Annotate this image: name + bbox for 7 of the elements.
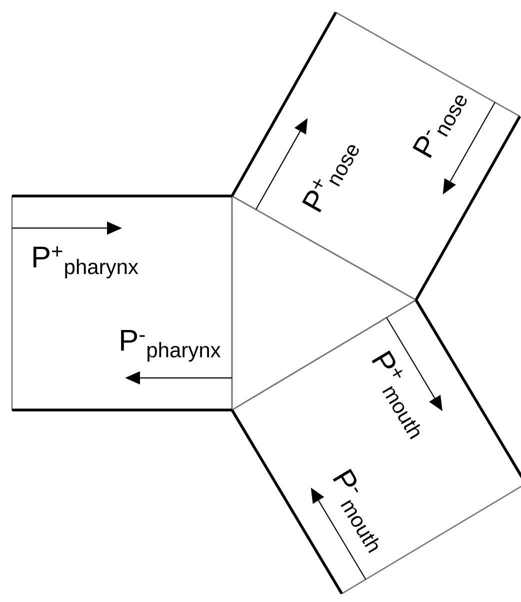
pressure-label: P$^{+}$pharynx <box>33 246 138 278</box>
pressure-label: P$^{-}$nose <box>412 96 467 158</box>
tube-section <box>230 12 521 301</box>
tube-section <box>230 299 521 594</box>
pressure-label: P$^{+}$nose <box>302 145 359 212</box>
tube-section <box>11 194 233 412</box>
pressure-label: P$^{-}$pharynx <box>121 330 221 362</box>
